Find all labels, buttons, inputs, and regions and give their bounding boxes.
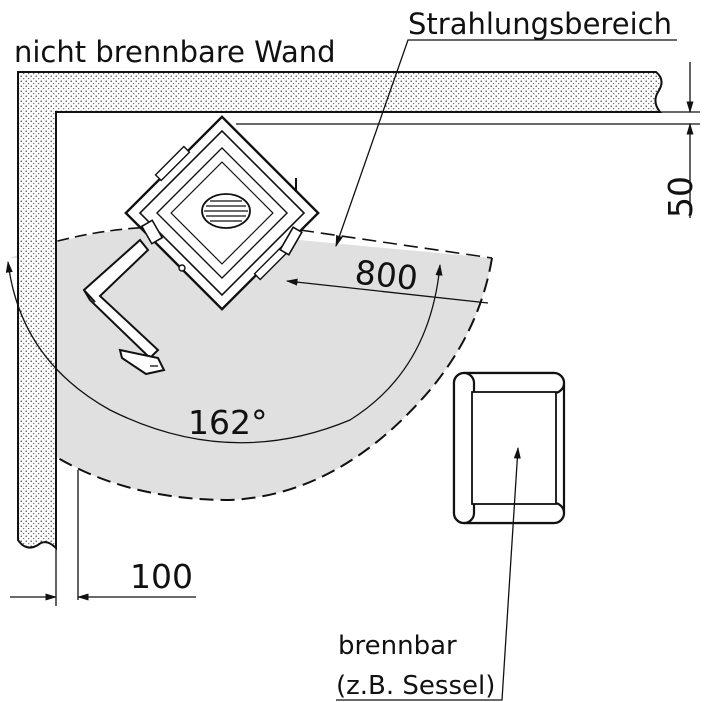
dim-800-arrow-line <box>285 278 489 304</box>
stove-fittings <box>140 178 303 272</box>
dim-100-label: 100 <box>130 557 193 596</box>
radiation-zone <box>10 227 492 500</box>
armchair <box>452 371 566 525</box>
radiation-zone-dashed-border <box>57 257 493 502</box>
wall-label: nicht brennbare Wand <box>14 35 336 69</box>
combustible-leader <box>336 446 521 701</box>
radiation-zone-front-dashed-border <box>299 229 493 259</box>
combustible-example-label: (z.B. Sessel) <box>336 671 495 701</box>
combustible-label: brennbar <box>338 631 457 661</box>
stove-grate-icon <box>201 193 251 229</box>
dim-800-label: 800 <box>353 252 420 297</box>
dim-162-label: 162° <box>188 403 268 442</box>
dim-50-label: 50 <box>661 176 700 218</box>
dim-162-arc <box>5 260 443 444</box>
radiation-zone-leader <box>335 39 677 248</box>
radiation-zone-label: Strahlungsbereich <box>408 7 672 41</box>
non-combustible-wall <box>17 71 663 551</box>
